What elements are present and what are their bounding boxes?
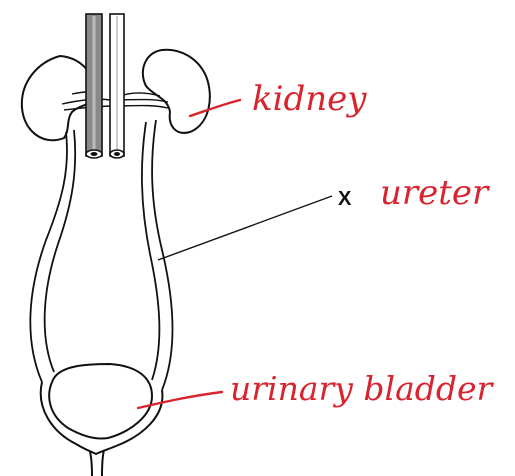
x-pointer-line xyxy=(158,196,332,260)
kidney-annotation: kidney xyxy=(252,79,367,119)
bladder-annotation: urinary bladder xyxy=(230,369,495,408)
right-kidney xyxy=(143,50,210,133)
structure-label-x: X xyxy=(338,188,352,210)
urinary-bladder xyxy=(41,364,163,476)
great-vessels xyxy=(86,14,124,158)
ureter-annotation: ureter xyxy=(380,173,490,213)
left-kidney xyxy=(22,56,96,140)
ureters xyxy=(30,120,172,390)
